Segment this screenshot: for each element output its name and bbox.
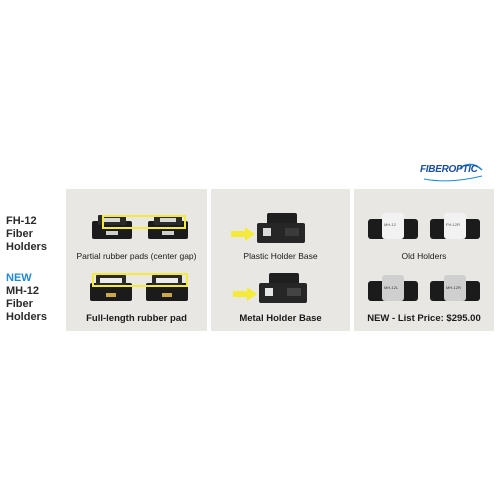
fh12-label: FH-12 Fiber Holders [6, 215, 47, 253]
metal-holder [255, 273, 311, 309]
mh12-label: MH-12 Fiber Holders [6, 285, 47, 323]
old-holder-right: FH-12R [430, 213, 480, 243]
panel3-bottom-caption: NEW - List Price: $295.00 [367, 313, 481, 324]
old-holder-left-label: MH-12 [384, 222, 397, 227]
panel-rubber-pads: Partial rubber pads (center gap) Full-le… [66, 189, 207, 331]
full-pad-highlight [92, 273, 188, 287]
panel1-top-caption: Partial rubber pads (center gap) [76, 251, 197, 261]
plastic-holder [253, 213, 309, 249]
new-holder-left: MH-12L [368, 275, 418, 305]
panel3-top-caption: Old Holders [401, 251, 447, 261]
new-holder-right-label: MH-12R [446, 285, 461, 290]
yellow-arrow-icon [231, 227, 255, 241]
panel-holder-base: Plastic Holder Base Metal Holder Base [211, 189, 350, 331]
yellow-arrow-icon [233, 287, 257, 301]
panel2-bottom-caption: Metal Holder Base [239, 313, 322, 324]
panel1-bottom-caption: Full-length rubber pad [86, 313, 187, 324]
mh12-holder-right [146, 275, 188, 303]
logo-swoosh-icon [423, 163, 483, 182]
partial-pad-highlight [102, 215, 186, 229]
fh12-holder-right [148, 215, 188, 241]
logo-text: FIBEROPTIC [420, 164, 478, 175]
new-holder-left-label: MH-12L [384, 285, 399, 290]
new-label: NEW [6, 272, 32, 284]
old-holder-left: MH-12 [368, 213, 418, 243]
panel2-top-caption: Plastic Holder Base [243, 251, 318, 261]
panel-old-new: MH-12 FH-12R Old Holders MH-12L MH-12R N… [354, 189, 494, 331]
new-holder-right: MH-12R [430, 275, 480, 305]
fiberoptic-logo: FIBEROPTIC [420, 162, 488, 184]
mh12-holder-left [90, 275, 132, 303]
old-holder-right-label: FH-12R [446, 222, 461, 227]
